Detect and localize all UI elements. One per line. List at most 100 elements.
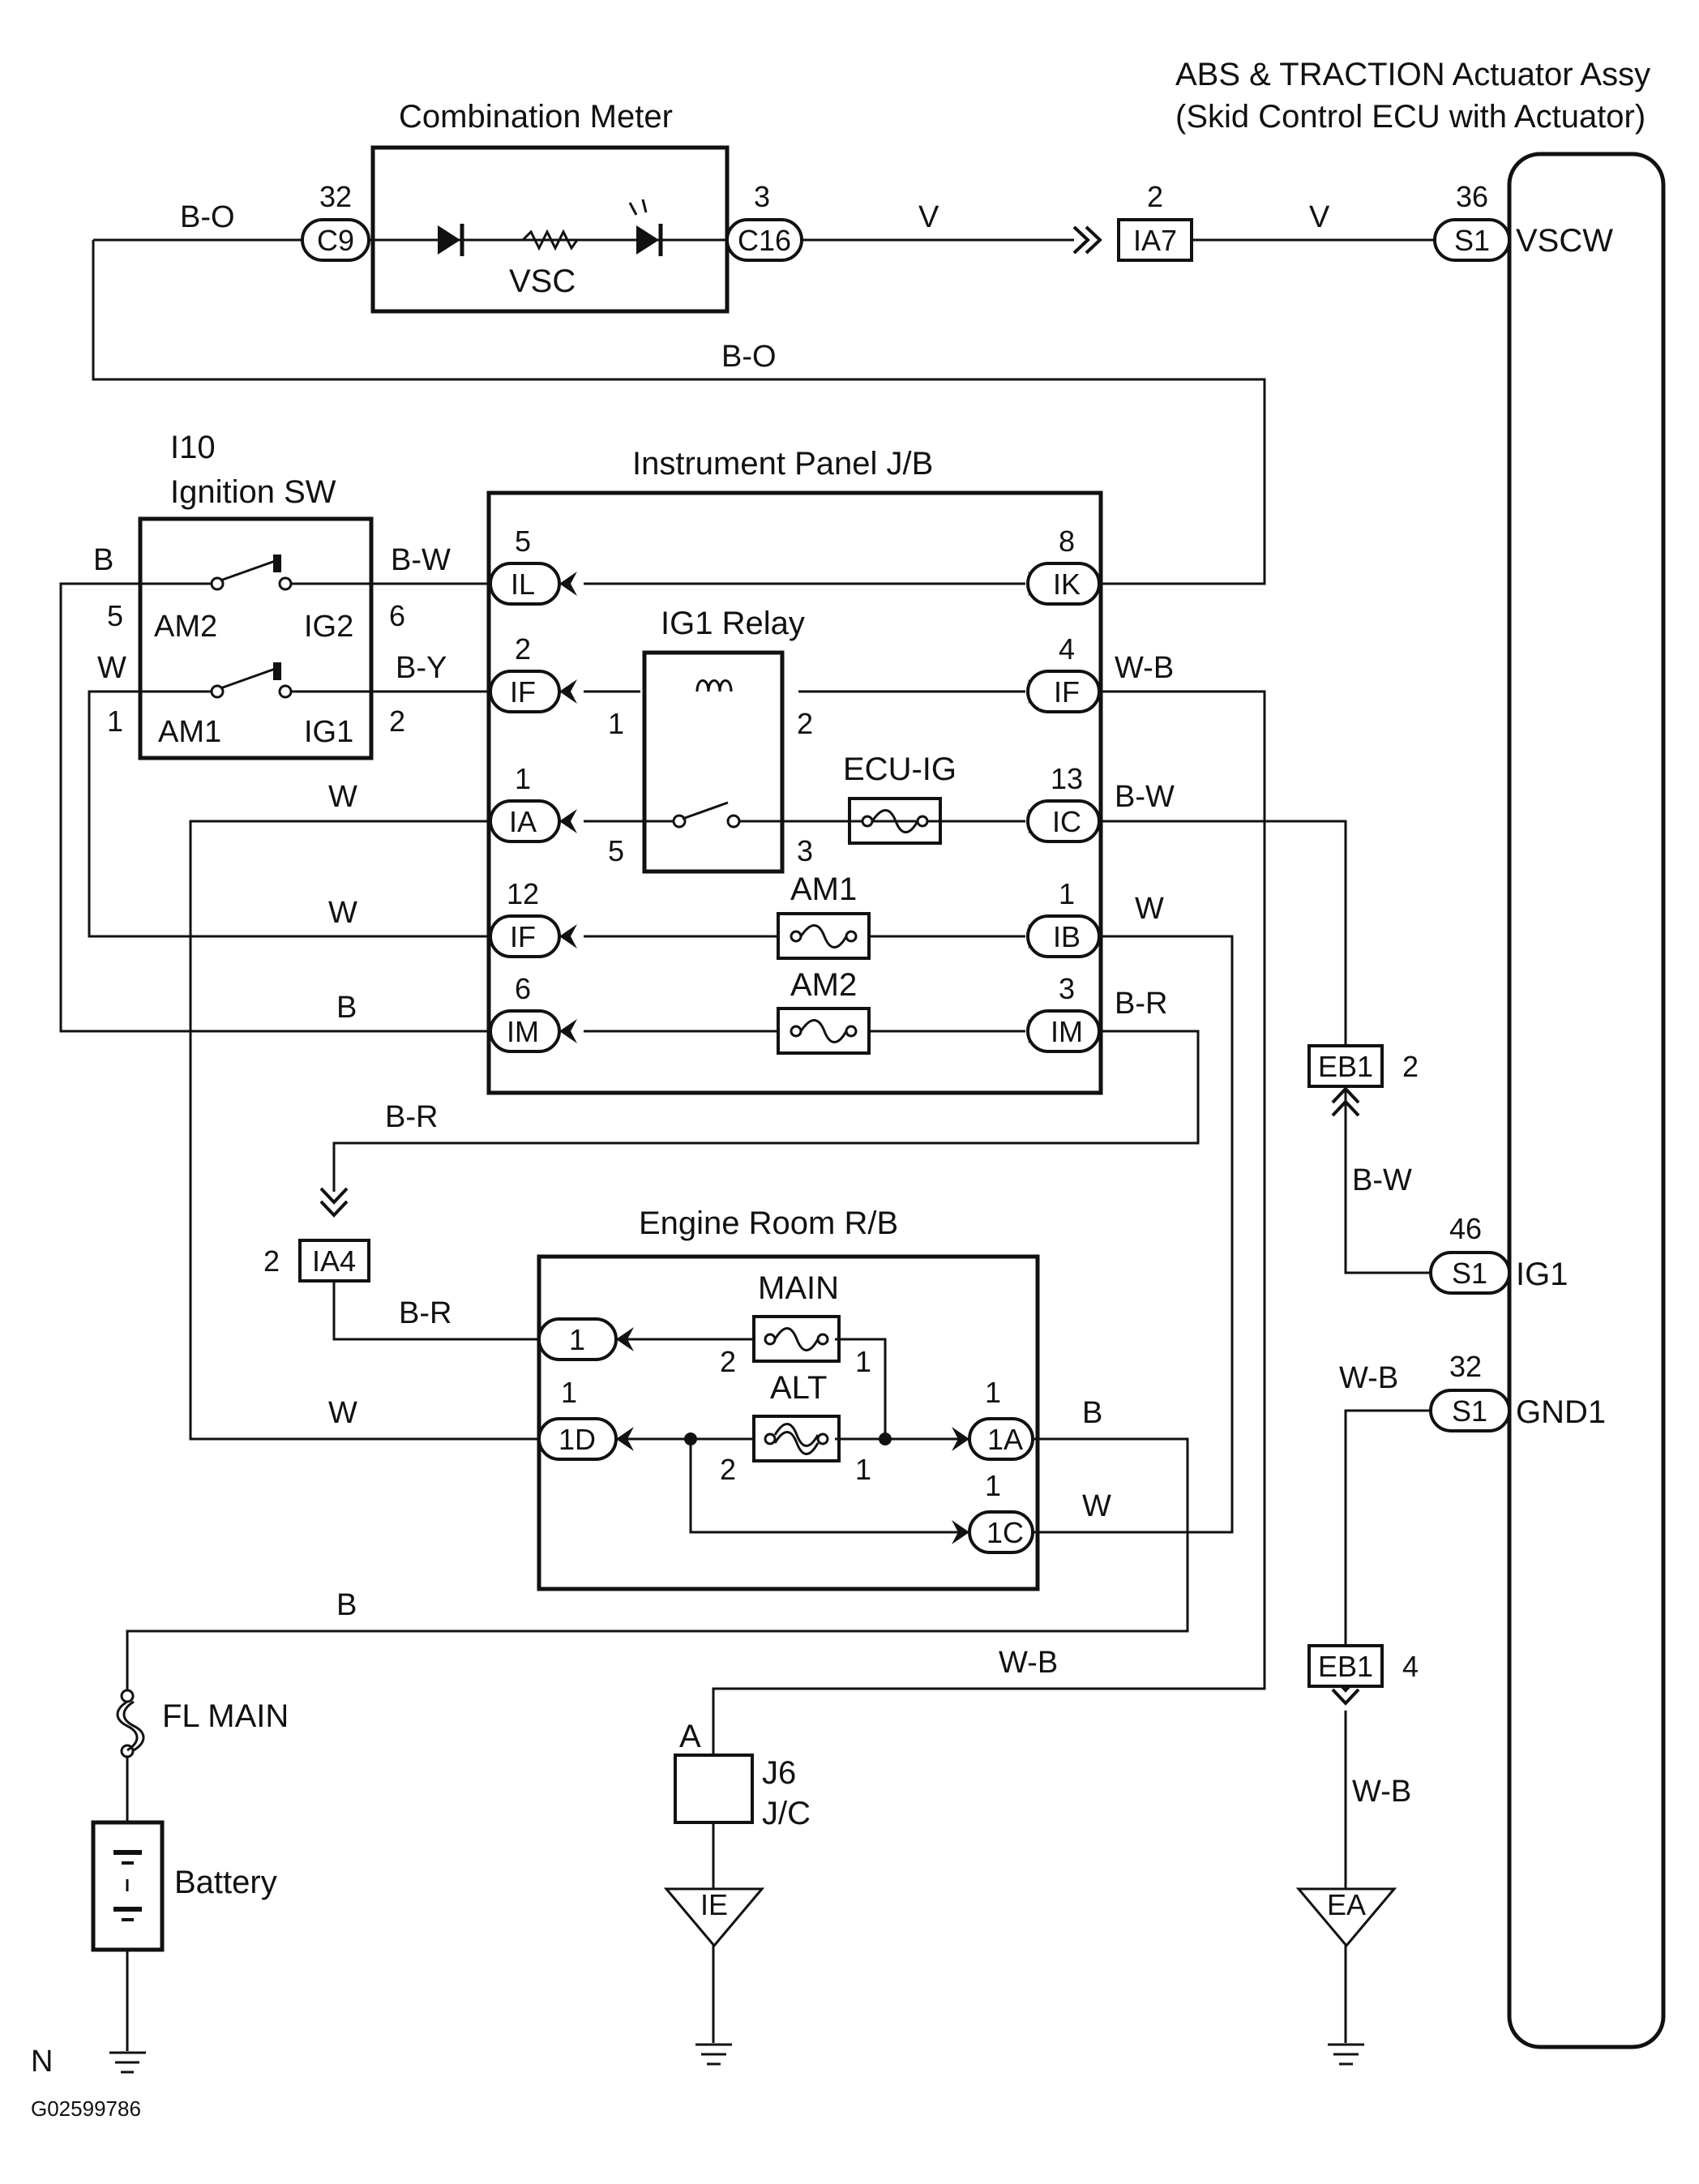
junction-dot [879,1432,892,1445]
sw-am2-label: AM2 [154,610,217,644]
connector-s1-vscw [1433,218,1511,262]
if-left-mid-label: IF [510,920,536,953]
jc-label: J/C [762,1796,811,1831]
combination-meter-title: Combination Meter [399,99,673,135]
ib-label: IB [1053,920,1081,953]
connector-im-left [489,1009,561,1053]
junction-dot [684,1432,697,1445]
wire-w-sw: W [97,651,126,685]
terminal-vscw: VSCW [1516,223,1613,259]
am2-fuse-icon [777,1007,871,1055]
inline-chevron-icons [319,225,1360,1706]
pin-sw-2: 2 [389,704,405,738]
pin-il: 5 [515,525,531,558]
ground-ea-triangle [1295,1887,1397,1948]
led-icon [628,199,663,256]
connector-if-left-mid [489,914,561,958]
wire-b-r-ia4: B-R [385,1100,438,1134]
connector-if-left-top [489,670,561,713]
ground-icon [109,2051,146,2074]
pin-c16: 3 [754,180,770,213]
relay-contact-icon [672,801,741,829]
im-right-label: IM [1051,1015,1083,1048]
connector-ib [1026,914,1101,958]
wire-w-ib: W [1135,892,1164,926]
footer-code: G02599786 [31,2096,141,2121]
actuator-body [1507,152,1666,2049]
s1-gnd1-label: S1 [1452,1394,1487,1428]
connector-ic [1026,799,1101,843]
battery-icon [91,1820,165,1952]
connector-eb1-bottom [1307,1644,1384,1688]
fl-main-label: FL MAIN [162,1698,289,1734]
connector-if-right-top [1026,670,1101,713]
ig1-relay-title: IG1 Relay [661,606,805,641]
wire-b-1a: B [1082,1396,1102,1430]
pin-s1-vscw: 36 [1456,180,1488,213]
terminal-ig1: IG1 [1516,1257,1568,1292]
battery-label: Battery [174,1865,277,1900]
relay-coil-icon [695,679,733,692]
pin-eb1-top: 2 [1402,1050,1419,1083]
wire-b-o-loop: B-O [721,340,777,374]
ground-ea-label: EA [1327,1888,1366,1921]
connector-ia4 [298,1239,370,1283]
wire-b-sw: B [93,543,113,577]
switch-am2-ig2 [210,555,293,591]
am1-fuse-label: AM1 [790,871,857,907]
ik-label: IK [1053,567,1081,601]
ignition-sw-title: Ignition SW [170,474,336,510]
wire-w-b-gnd1: W-B [1339,1361,1398,1395]
pin-eb1-bottom: 4 [1402,1650,1419,1683]
pin-relay-5: 5 [608,834,624,867]
switch-am1-ig1 [210,662,293,699]
pin-c9: 32 [319,180,352,213]
pin-ia4: 2 [263,1244,280,1278]
if-left-top-label: IF [510,675,536,709]
pin-sw-1: 1 [107,704,123,738]
ground-icon [1328,2043,1364,2066]
main-fuse-icon [752,1315,841,1363]
wire-w-1d: W [328,1396,357,1430]
combination-meter-box [370,145,730,314]
footer-n: N [31,2045,53,2079]
j6-label: J6 [762,1755,796,1791]
am1-fuse-icon [777,912,871,960]
im-left-label: IM [507,1015,539,1048]
pin-im-left: 6 [515,972,531,1005]
alt-fuse-label: ALT [770,1370,827,1406]
connector-er-1d [537,1417,618,1461]
pin-relay-2: 2 [797,707,813,740]
ecu-ig-label: ECU-IG [843,752,956,787]
pin-alt-2: 2 [720,1453,736,1486]
pin-main-2: 2 [720,1345,736,1378]
connector-il [489,562,561,606]
am2-fuse-label: AM2 [790,967,857,1003]
connector-ia7 [1117,218,1193,262]
pin-er-1d: 1 [561,1376,577,1409]
connector-c16 [725,218,803,262]
wire-w-ia: W [328,780,357,814]
c16-label: C16 [738,224,791,257]
junction-connector-box [674,1754,754,1824]
wire-b-w-eb1: B-W [1352,1163,1412,1197]
pin-s1-ig1: 46 [1449,1212,1482,1245]
pin-if-top-left: 2 [515,632,531,666]
if-right-top-label: IF [1054,675,1080,709]
er-1d-label: 1D [558,1423,596,1456]
wire-b-batt: B [336,1588,357,1622]
connector-ia [489,799,561,843]
alt-fuse-icon [752,1415,841,1462]
ground-ie-triangle [663,1887,765,1948]
pin-s1-gnd1: 32 [1449,1350,1482,1383]
ground-ie-label: IE [700,1888,728,1921]
actuator-title-line1: ABS & TRACTION Actuator Assy [1175,57,1650,92]
connector-s1-ig1 [1429,1251,1511,1295]
vsc-label: VSC [509,263,576,299]
wire-w-b-ea: W-B [1352,1775,1411,1809]
instrument-panel-jb-title: Instrument Panel J/B [632,446,933,482]
ia-label: IA [509,805,537,838]
eb1-top-label: EB1 [1318,1050,1373,1083]
main-fuse-label: MAIN [758,1270,839,1306]
